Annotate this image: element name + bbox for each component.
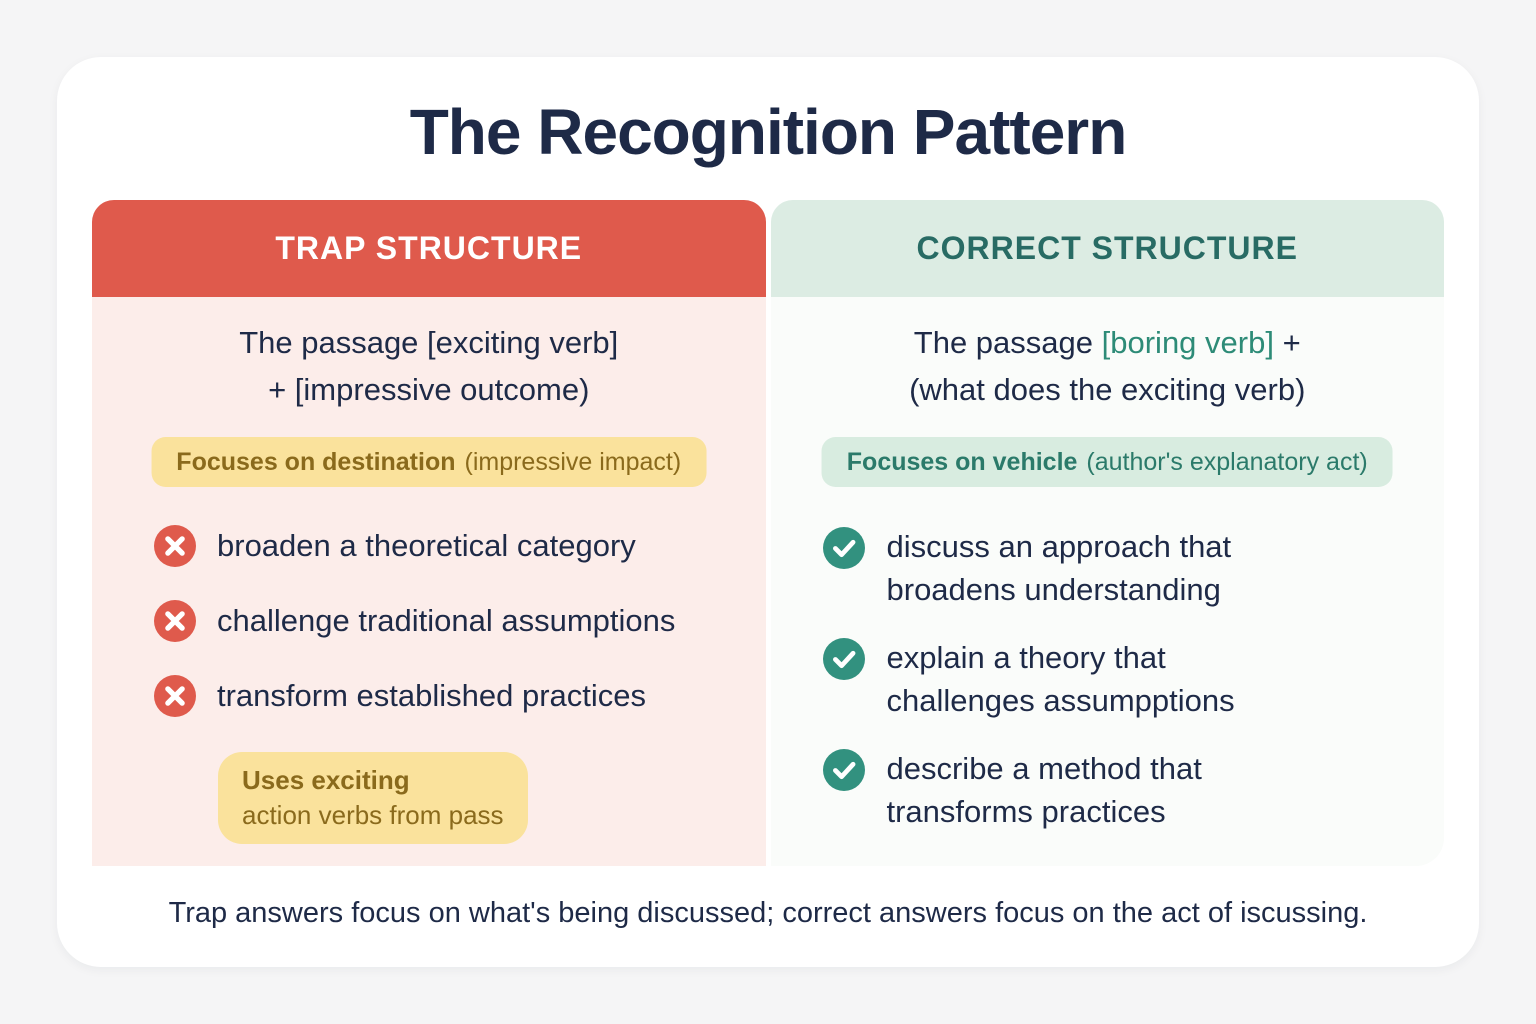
trap-focus-badge-bold: Focuses on destination (176, 447, 456, 476)
trap-formula: The passage [exciting verb] + [impressiv… (92, 319, 766, 413)
correct-focus-badge-regular: (author's explanatory act) (1086, 447, 1368, 476)
trap-focus-badge-regular: (impressive impact) (464, 447, 682, 476)
trap-column: TRAP STRUCTURE The passage [exciting ver… (92, 200, 766, 866)
trap-item-label: challenge traditional assumptions (217, 603, 676, 638)
trap-item-list: broaden a theoretical category challenge… (154, 525, 675, 750)
x-icon (154, 675, 196, 717)
trap-formula-line1: The passage [exciting verb] (239, 325, 619, 360)
trap-item-label: broaden a theoretical category (217, 528, 636, 563)
correct-focus-badge-bold: Focuses on vehicle (846, 447, 1078, 476)
content-card: The Recognition Pattern TRAP STRUCTURE T… (57, 57, 1479, 967)
trap-column-body: The passage [exciting verb] + [impressiv… (92, 297, 766, 866)
trap-focus-badge: Focuses on destination (impressive impac… (151, 437, 707, 487)
x-icon (154, 525, 196, 567)
trap-note-line1: Uses exciting (242, 765, 410, 795)
trap-header-label: TRAP STRUCTURE (275, 230, 583, 266)
correct-list-item: explain a theory that challenges assumpp… (822, 636, 1235, 722)
correct-item-list: discuss an approach that broadens unders… (822, 525, 1235, 858)
correct-formula-line1: The passage [boring verb] + (771, 319, 1445, 366)
bottom-caption: Trap answers focus on what's being discu… (168, 897, 1368, 929)
trap-item-label: transform established practices (217, 678, 647, 713)
correct-formula-line2: (what does the exciting verb) (909, 372, 1306, 407)
correct-list-item: discuss an approach that broadens unders… (822, 525, 1235, 611)
trap-note-line2: action verbs from pass (242, 800, 504, 830)
comparison-columns: TRAP STRUCTURE The passage [exciting ver… (92, 200, 1444, 866)
correct-focus-badge: Focuses on vehicle (author's explanatory… (821, 437, 1393, 487)
trap-list-item: broaden a theoretical category (154, 525, 675, 567)
correct-formula-pre: The passage (913, 325, 1094, 360)
correct-item-label: explain a theory that challenges assumpp… (886, 640, 1235, 718)
correct-formula-accent: [boring verb] (1101, 325, 1274, 360)
correct-formula: The passage [boring verb] + (what does t… (771, 319, 1445, 413)
trap-column-header: TRAP STRUCTURE (92, 200, 766, 297)
check-icon (822, 527, 865, 569)
correct-item-label: discuss an approach that broadens unders… (886, 529, 1232, 607)
trap-list-item: challenge traditional assumptions (154, 600, 675, 642)
correct-list-item: describe a method that transforms practi… (822, 747, 1235, 833)
correct-item-label: describe a method that transforms practi… (886, 751, 1202, 829)
trap-note-badge: Uses exciting action verbs from pass (218, 752, 528, 844)
trap-list-item: transform established practices (154, 675, 675, 717)
correct-column-body: The passage [boring verb] + (what does t… (770, 297, 1445, 866)
correct-column-header: CORRECT STRUCTURE (770, 200, 1444, 297)
correct-column: CORRECT STRUCTURE The passage [boring ve… (770, 200, 1445, 866)
x-icon (154, 600, 196, 642)
correct-formula-post: + (1282, 325, 1301, 360)
check-icon (822, 749, 865, 791)
page-title: The Recognition Pattern (409, 96, 1128, 168)
trap-formula-line2: + [impressive outcome) (268, 372, 590, 407)
correct-header-label: CORRECT STRUCTURE (916, 230, 1298, 266)
check-icon (822, 638, 865, 680)
